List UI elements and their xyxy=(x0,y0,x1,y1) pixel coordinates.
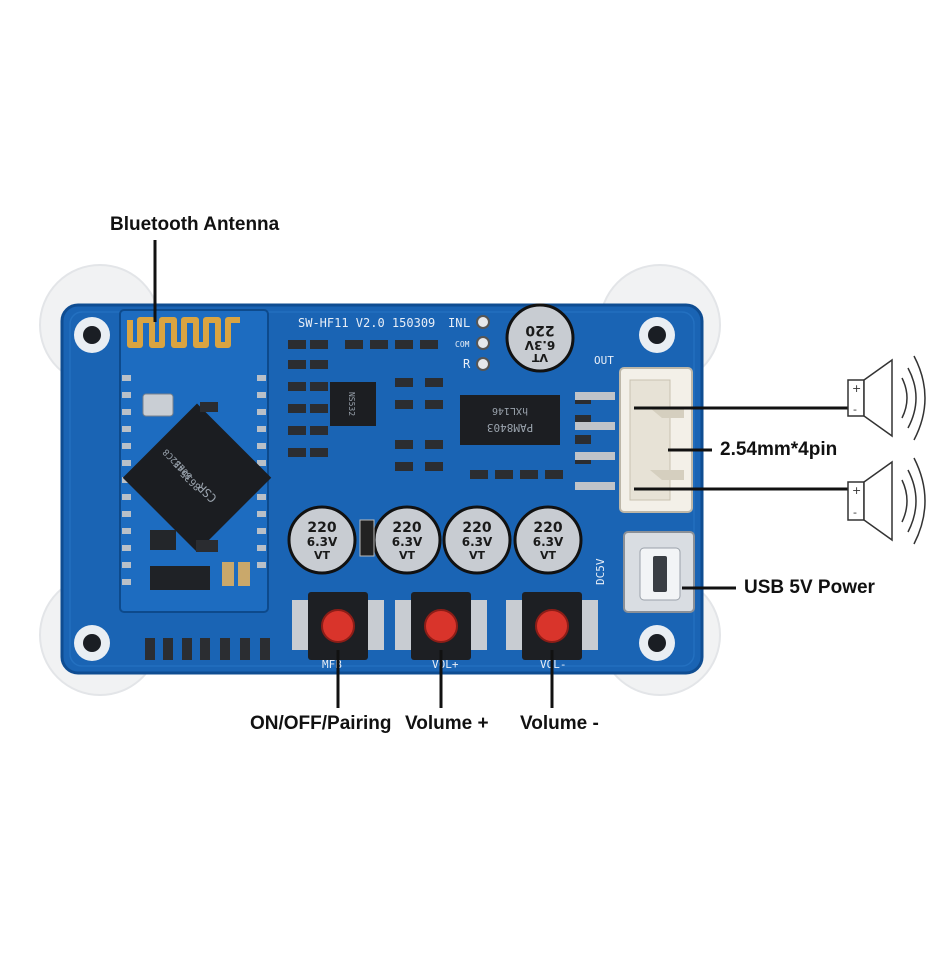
audio-input-pins xyxy=(476,315,490,371)
cap-top: 220 6.3V VT xyxy=(505,303,575,373)
silk-in: IN xyxy=(448,316,462,330)
speaker-top: + - xyxy=(847,355,926,441)
silk-com: COM xyxy=(455,340,470,349)
cap-1-value: 220 xyxy=(307,520,336,536)
speaker-bottom-plus: + xyxy=(852,484,861,497)
cap-top-value: 220 xyxy=(525,322,554,338)
cap-3: 220 6.3V VT xyxy=(442,505,512,575)
callout-volume-down: Volume - xyxy=(520,713,599,734)
cap-top-voltage: 6.3V xyxy=(524,338,555,352)
cap-row: 220 6.3V VT 220 6.3V VT 220 6.3V VT 220 … xyxy=(287,505,583,575)
silk-board-id: SW-HF11 V2.0 150309 xyxy=(298,316,435,330)
silk-dc5v: DC5V xyxy=(594,558,607,585)
crystal xyxy=(142,393,174,417)
silk-r: R xyxy=(463,357,471,371)
cap-3-series: VT xyxy=(469,549,486,562)
cap-1-voltage: 6.3V xyxy=(307,535,338,549)
silk-l: L xyxy=(463,316,470,330)
cap-top-series: VT xyxy=(532,351,549,364)
cap-1-series: VT xyxy=(314,549,331,562)
bt-chip: CSR 8635 B04E E32C8 xyxy=(122,403,272,552)
opamp-chip: NS532 xyxy=(330,382,376,426)
cap-4-value: 220 xyxy=(533,520,562,536)
speaker-top-minus: - xyxy=(853,403,857,416)
smd-passives xyxy=(288,340,591,479)
usb-port xyxy=(623,531,695,613)
volp-switch xyxy=(395,592,487,660)
module-pads xyxy=(122,375,266,585)
speaker-bottom-minus: - xyxy=(853,506,857,519)
mounting-holes xyxy=(74,317,675,661)
cap-2-series: VT xyxy=(399,549,416,562)
module-smd xyxy=(150,402,250,590)
volm-switch xyxy=(506,592,598,660)
callout-bluetooth-antenna: Bluetooth Antenna xyxy=(110,214,280,235)
cap-4: 220 6.3V VT xyxy=(513,505,583,575)
cap-3-voltage: 6.3V xyxy=(462,535,493,549)
silk-out: OUT xyxy=(594,354,614,367)
callout-lines xyxy=(153,240,848,708)
cap-2-voltage: 6.3V xyxy=(392,535,423,549)
cap-2: 220 6.3V VT xyxy=(372,505,442,575)
cap-2-value: 220 xyxy=(392,520,421,536)
tactile-buttons xyxy=(292,592,598,660)
cap-1: 220 6.3V VT xyxy=(287,505,357,575)
diode xyxy=(359,519,375,557)
callout-on-off-pairing: ON/OFF/Pairing xyxy=(250,713,392,734)
output-connector xyxy=(575,367,693,513)
opamp-label: NS532 xyxy=(347,392,356,416)
cap-4-series: VT xyxy=(540,549,557,562)
amp-chip-code: hXL146 xyxy=(492,405,528,416)
mfb-switch xyxy=(292,592,384,660)
callout-volume-up: Volume + xyxy=(405,713,489,734)
bottom-smd xyxy=(145,638,270,660)
cap-3-value: 220 xyxy=(462,520,491,536)
speaker-bottom: + - xyxy=(847,457,926,545)
silk-volp: VOL+ xyxy=(432,658,459,671)
amp-chip: PAM8403 hXL146 xyxy=(460,395,560,445)
cap-4-voltage: 6.3V xyxy=(533,535,564,549)
callout-connector: 2.54mm*4pin xyxy=(720,439,838,460)
callout-usb-power: USB 5V Power xyxy=(744,577,875,598)
amp-chip-model: PAM8403 xyxy=(487,421,533,434)
speaker-top-plus: + xyxy=(852,382,861,395)
antenna-trace xyxy=(127,317,240,348)
